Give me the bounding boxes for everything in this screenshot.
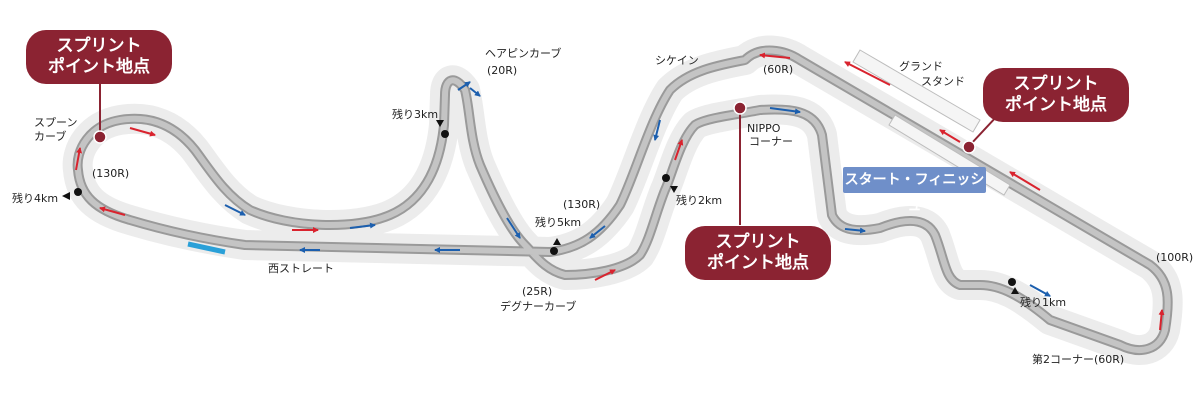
sprint-point-line2: ポイント地点 xyxy=(48,57,150,77)
sprint-point-dot xyxy=(733,101,747,115)
sprint-point-box: スプリント ポイント地点 xyxy=(983,68,1129,122)
nippo-label-line2: コーナー xyxy=(749,135,793,148)
spoon-label-line1: スプーン xyxy=(34,116,77,129)
blue-curb xyxy=(187,241,226,255)
track xyxy=(72,45,1173,355)
sprint-point-line1: スプリント xyxy=(715,232,801,252)
start-finish-label: スタート・フィニッシュ xyxy=(843,167,986,214)
arrow-blue xyxy=(1029,284,1051,297)
corner2-label: 第2コーナー(60R) xyxy=(1032,352,1124,366)
arrow-blue xyxy=(589,225,606,239)
sprint-dots xyxy=(93,101,976,154)
remain-1km-dot xyxy=(1008,278,1016,286)
marker-dots xyxy=(74,130,1016,286)
sprint-point-dot xyxy=(962,140,976,154)
grandstand-label-line2: スタンド xyxy=(921,75,965,88)
arrow-red xyxy=(1158,309,1165,331)
nishi-straight-label: 西ストレート xyxy=(268,262,334,275)
arrow-red xyxy=(1009,171,1041,191)
remain-2km-dot xyxy=(662,174,670,182)
arrow-blue xyxy=(506,217,521,239)
arrow-red xyxy=(939,129,961,143)
sprint-point-line2: ポイント地点 xyxy=(1005,95,1107,115)
remain-4km-label: 残り4km xyxy=(12,191,58,205)
hairpin-label: ヘアピンカーブ xyxy=(485,46,561,60)
arrow-red xyxy=(594,269,616,281)
sprint-point-line2: ポイント地点 xyxy=(707,253,809,273)
arrow-red xyxy=(759,52,791,59)
remain-5km-label: 残り5km xyxy=(535,215,581,229)
sprint-point-line1: スプリント xyxy=(1013,74,1099,94)
direction-arrows xyxy=(75,52,1165,331)
sprint-point-box: スプリント ポイント地点 xyxy=(26,30,172,84)
marker-ticks xyxy=(62,120,1019,294)
spoon-label-line2: カーブ xyxy=(34,129,66,143)
r60-label: (60R) xyxy=(763,63,793,76)
arrow-blue xyxy=(469,87,481,97)
r100-label: (100R) xyxy=(1156,251,1193,264)
chicane-label: シケイン xyxy=(655,54,699,67)
arrow-red xyxy=(844,61,891,86)
arrow-red xyxy=(674,139,684,161)
degner-radius: (25R) xyxy=(522,285,552,298)
remain-3km-label: 残り3km xyxy=(392,107,438,121)
arrow-blue xyxy=(844,227,866,234)
arrow-red xyxy=(129,127,156,137)
hairpin-radius: (20R) xyxy=(487,64,517,77)
arrow-blue xyxy=(653,119,661,141)
sprint-point-dot xyxy=(93,130,107,144)
arrow-red xyxy=(99,206,126,216)
nippo-label-line1: NIPPO xyxy=(747,122,781,135)
remain-4km-dot xyxy=(74,188,82,196)
remain-5km-dot xyxy=(550,247,558,255)
r130-label: (130R) xyxy=(563,198,600,211)
map-labels: ヘアピンカーブ (20R) スプーン カーブ (130R) 残り4km 残り3k… xyxy=(12,46,1193,366)
arrow-blue xyxy=(769,107,801,115)
sprint-point-box: スプリント ポイント地点 xyxy=(685,226,831,280)
remain-3km-dot xyxy=(441,130,449,138)
grandstand-label-line1: グランド xyxy=(899,59,943,73)
arrow-blue xyxy=(457,81,471,91)
spoon-radius: (130R) xyxy=(92,167,129,180)
arrow-blue xyxy=(349,222,376,229)
degner-label: デグナーカーブ xyxy=(500,299,576,313)
remain-2km-label: 残り2km xyxy=(676,193,722,207)
arrow-blue xyxy=(224,204,246,216)
arrow-red xyxy=(75,147,83,171)
remain-1km-label: 残り1km xyxy=(1020,295,1066,309)
sprint-point-line1: スプリント xyxy=(56,36,142,56)
